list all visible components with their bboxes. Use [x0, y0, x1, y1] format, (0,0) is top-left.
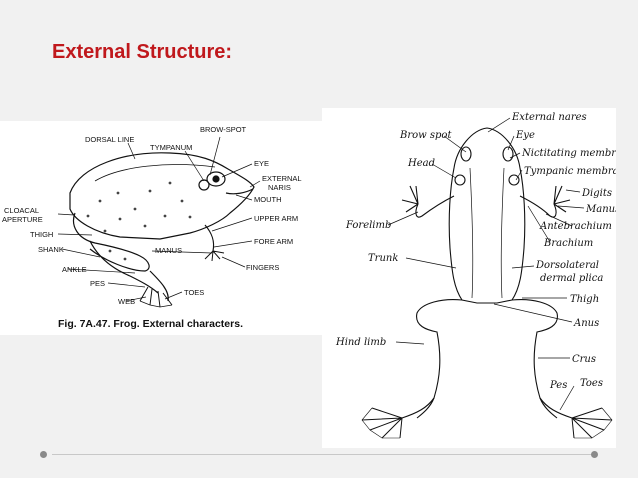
label-ankle: ANKLE	[62, 265, 87, 274]
label-cloacal-2: APERTURE	[2, 215, 43, 224]
left-figure-panel: BROW-SPOT DORSAL LINE TYMPANUM EYE EXTER…	[0, 121, 322, 335]
label-eye-r: Eye	[515, 130, 535, 141]
label-nictitating-membrane: Nictitating membrane	[521, 148, 616, 159]
label-external-naris-1: EXTERNAL	[262, 174, 302, 183]
frog-dorsal-outline	[361, 127, 613, 439]
label-mouth: MOUTH	[254, 195, 282, 204]
label-pes: PES	[90, 279, 105, 288]
frog-side-outline	[69, 152, 255, 308]
label-brow-spot: BROW-SPOT	[200, 125, 247, 134]
frog-lateral-diagram: BROW-SPOT DORSAL LINE TYMPANUM EYE EXTER…	[2, 125, 302, 330]
bottom-divider	[52, 454, 592, 455]
label-upper-arm: UPPER ARM	[254, 214, 298, 223]
right-figure-panel: External nares Brow spot Eye Nictitating…	[322, 108, 634, 448]
label-antebrachium: Antebrachium	[539, 221, 612, 232]
label-forelimb: Forelimb	[345, 220, 391, 231]
label-dorsal-line: DORSAL LINE	[85, 135, 134, 144]
label-trunk: Trunk	[368, 253, 398, 264]
label-eye: EYE	[254, 159, 269, 168]
label-brow-spot-r: Brow spot	[399, 130, 452, 141]
label-manus-r: Manus	[585, 204, 616, 215]
label-external-naris-2: NARIS	[268, 183, 291, 192]
label-external-nares: External nares	[511, 112, 587, 123]
label-thigh: THIGH	[30, 230, 53, 239]
label-toes: TOES	[184, 288, 204, 297]
label-pes-r: Pes	[549, 380, 567, 391]
label-thigh-r: Thigh	[570, 294, 599, 305]
label-anus: Anus	[573, 318, 599, 329]
label-tympanum: TYMPANUM	[150, 143, 192, 152]
figure-caption: Fig. 7A.47. Frog. External characters.	[58, 318, 243, 330]
frog-dorsal-diagram: External nares Brow spot Eye Nictitating…	[335, 112, 634, 439]
left-leader-lines	[57, 136, 261, 302]
label-manus: MANUS	[155, 246, 182, 255]
label-hind-limb: Hind limb	[335, 337, 386, 348]
label-web: WEB	[118, 297, 135, 306]
label-crus: Crus	[572, 354, 596, 365]
label-fingers: FINGERS	[246, 263, 279, 272]
label-toes-r: Toes	[580, 378, 603, 389]
label-tympanic-membrane: Tympanic membrane	[524, 166, 616, 177]
label-head: Head	[407, 158, 435, 169]
label-shank: SHANK	[38, 245, 64, 254]
label-digits: Digits	[581, 188, 612, 199]
label-brachium: Brachium	[543, 238, 593, 249]
label-fore-arm: FORE ARM	[254, 237, 293, 246]
right-leader-lines	[387, 117, 585, 411]
left-bullet-dot	[40, 451, 47, 458]
label-cloacal-1: CLOACAL	[4, 206, 39, 215]
label-dorsolateral-2: dermal plica	[540, 273, 603, 284]
label-dorsolateral-1: Dorsolateral	[535, 260, 599, 271]
slide-title: External Structure:	[52, 41, 233, 63]
right-bullet-dot	[591, 451, 598, 458]
skin-spots	[86, 181, 192, 261]
